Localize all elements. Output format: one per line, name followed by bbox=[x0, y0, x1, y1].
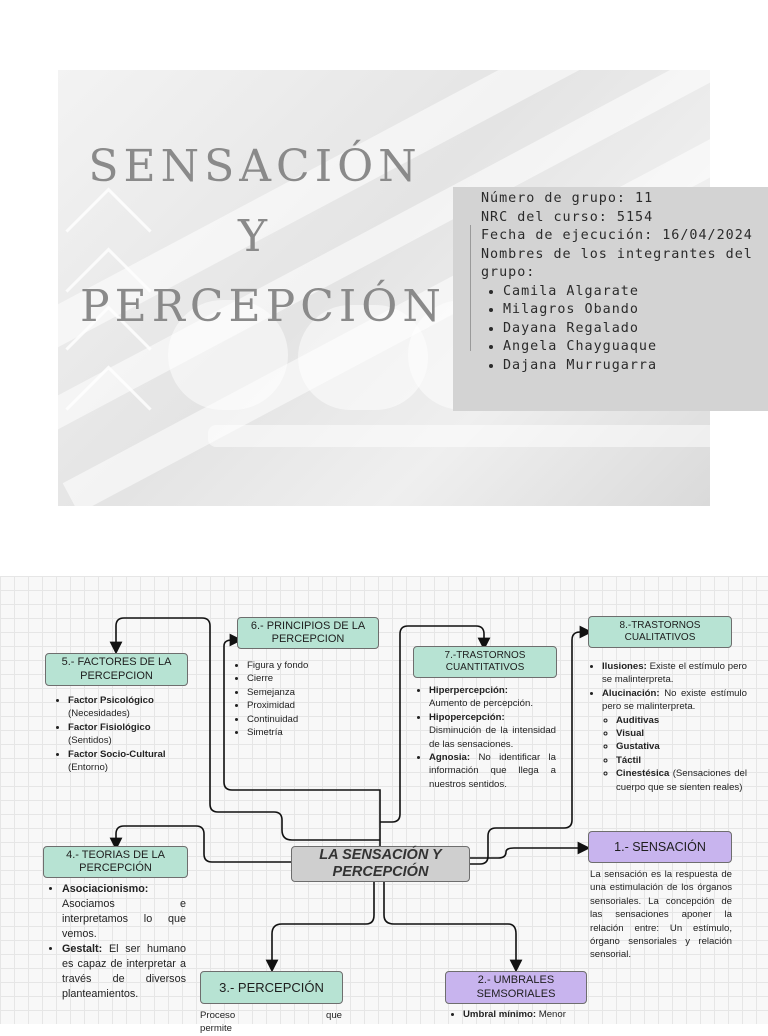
list-item: Factor Fisiológico(Sentidos) bbox=[68, 721, 203, 748]
members-label: Nombres de los integrantes del grupo: bbox=[481, 246, 753, 281]
node-teorias-body: Asociacionismo:Asociamos e interpretamos… bbox=[47, 882, 186, 1002]
node-principios-body: Figura y fondo Cierre Semejanza Proximid… bbox=[232, 659, 372, 739]
list-subitem: Gustativa bbox=[616, 740, 747, 753]
connector-to-4 bbox=[109, 825, 292, 863]
list-subitem: Visual bbox=[616, 727, 747, 740]
info-divider bbox=[470, 225, 471, 351]
member-item: Dayana Regalado bbox=[503, 320, 766, 339]
list-item: Agnosia: No identificar la información q… bbox=[429, 751, 556, 791]
node-umbrales-title: 2.- UMBRALES SEMSORIALES bbox=[445, 971, 587, 1004]
connector-to-1 bbox=[470, 841, 591, 859]
node-sensacion-title: 1.- SENSACIÓN bbox=[588, 831, 732, 863]
concept-map-background bbox=[0, 576, 768, 1024]
group-number: Número de grupo: 11 bbox=[481, 191, 654, 206]
info-panel bbox=[453, 187, 768, 411]
list-item: Semejanza bbox=[247, 686, 372, 699]
list-item: Alucinación: No existe estímulo pero se … bbox=[602, 687, 747, 794]
list-item: Simetría bbox=[247, 726, 372, 739]
list-item: Proximidad bbox=[247, 699, 372, 712]
node-trastornos-cuantitativos-body: Hiperpercepción:Aumento de percepción. H… bbox=[414, 684, 556, 791]
node-teorias-title: 4.- TEORIAS DE LA PERCEPCIÓN bbox=[43, 846, 188, 878]
member-item: Angela Chayguaque bbox=[503, 338, 766, 357]
list-subitem: Táctil bbox=[616, 754, 747, 767]
list-item: Factor Psicológico(Necesidades) bbox=[68, 694, 203, 721]
connector-to-5 bbox=[109, 617, 380, 841]
course-nrc: NRC del curso: 5154 bbox=[481, 209, 654, 225]
list-subitem: Cinestésica (Sensaciones del cuerpo que … bbox=[616, 767, 747, 794]
list-item: Factor Socio-Cultural(Entorno) bbox=[68, 748, 203, 775]
node-trastornos-cualitativos-body: Ilusiones: Existe el estímulo pero se ma… bbox=[587, 660, 747, 794]
connector-to-3 bbox=[265, 880, 375, 973]
node-umbrales-body: Umbral mínimo: Menor bbox=[448, 1008, 590, 1021]
title-line-3: PERCEPCIÓN bbox=[80, 281, 446, 332]
connector-to-2 bbox=[383, 880, 523, 973]
cover-title: SENSACIÓN Y PERCEPCIÓN bbox=[80, 132, 446, 342]
list-item: Gestalt: El ser humano es capaz de inter… bbox=[62, 942, 186, 1002]
member-item: Dajana Murrugarra bbox=[503, 357, 766, 376]
member-item: Camila Algarate bbox=[503, 283, 766, 302]
node-principios-title: 6.- PRINCIPIOS DE LA PERCEPCION bbox=[237, 617, 379, 649]
title-line-1: SENSACIÓN bbox=[88, 141, 422, 192]
connector-to-6 bbox=[223, 633, 381, 848]
member-item: Milagros Obando bbox=[503, 301, 766, 320]
list-item: Umbral mínimo: Menor bbox=[463, 1008, 590, 1021]
list-subitem: Auditivas bbox=[616, 714, 747, 727]
node-factores-body: Factor Psicológico(Necesidades) Factor F… bbox=[53, 694, 203, 774]
list-item: Continuidad bbox=[247, 713, 372, 726]
title-line-2: Y bbox=[237, 211, 273, 262]
list-item: Hiperpercepción:Aumento de percepción. bbox=[429, 684, 556, 711]
node-percepcion-body: Proceso que permite bbox=[200, 1010, 342, 1035]
node-factores-title: 5.- FACTORES DE LA PERCEPCION bbox=[45, 653, 188, 686]
group-info: Número de grupo: 11 NRC del curso: 5154 … bbox=[481, 190, 766, 375]
node-trastornos-cuantitativos-title: 7.-TRASTORNOS CUANTITATIVOS bbox=[413, 646, 557, 678]
execution-date: Fecha de ejecución: 16/04/2024 bbox=[481, 228, 753, 243]
list-item: Ilusiones: Existe el estímulo pero se ma… bbox=[602, 660, 747, 687]
list-item: Asociacionismo:Asociamos e interpretamos… bbox=[62, 882, 186, 942]
node-trastornos-cualitativos-title: 8.-TRASTORNOS CUALITATIVOS bbox=[588, 616, 732, 648]
connector-to-8 bbox=[470, 625, 593, 865]
members-list: Camila Algarate Milagros Obando Dayana R… bbox=[481, 283, 766, 376]
central-topic: LA SENSACIÓN Y PERCEPCIÓN bbox=[291, 846, 470, 882]
connector-to-7 bbox=[380, 625, 491, 823]
node-percepcion-title: 3.- PERCEPCIÓN bbox=[200, 971, 343, 1004]
list-item: Hipopercepción:Disminución de la intensi… bbox=[429, 711, 556, 751]
list-item: Figura y fondo bbox=[247, 659, 372, 672]
node-sensacion-body: La sensación es la respuesta de una esti… bbox=[590, 869, 732, 961]
list-item: Cierre bbox=[247, 672, 372, 685]
